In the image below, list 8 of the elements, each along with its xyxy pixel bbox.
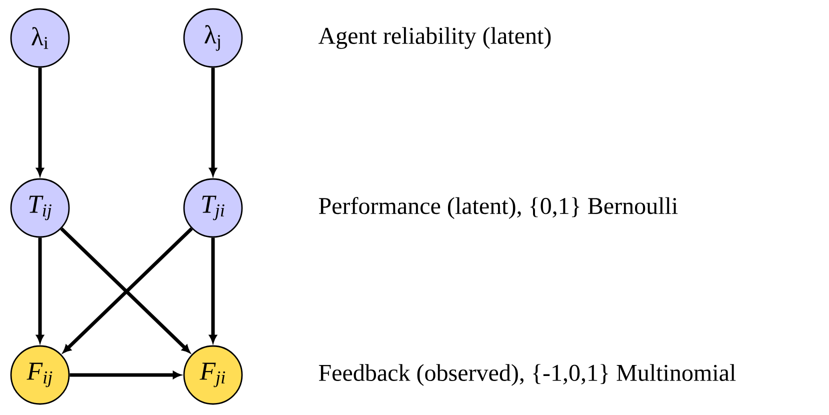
row-description: Performance (latent), {0,1} Bernoulli — [318, 197, 678, 219]
row-description: Agent reliability (latent) — [318, 27, 551, 49]
arrow — [209, 238, 217, 343]
arrow — [36, 68, 44, 176]
row-description: Feedback (observed), {-1,0,1} Multinomial — [318, 364, 736, 386]
arrow — [36, 238, 44, 343]
arrow — [70, 371, 181, 379]
arrow — [209, 68, 217, 176]
